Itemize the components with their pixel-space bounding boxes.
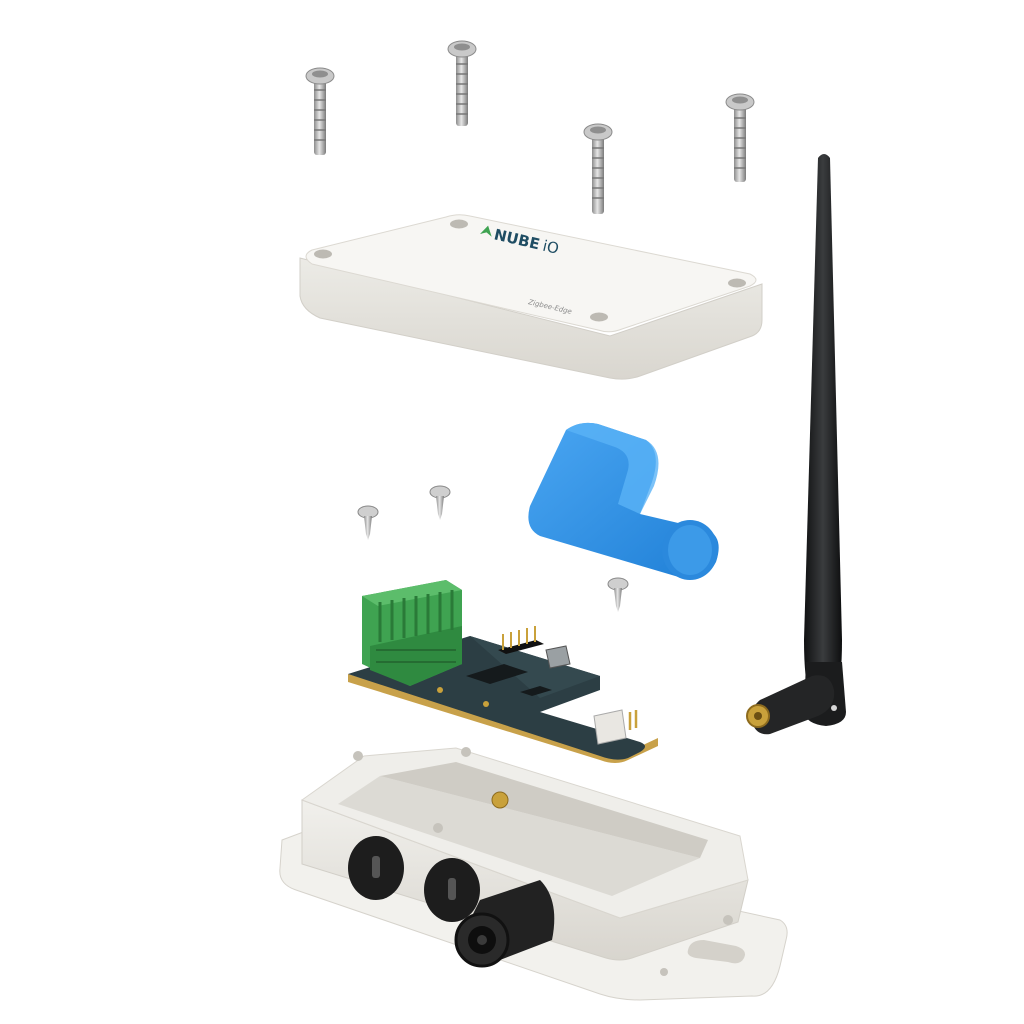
pcb-assembly bbox=[348, 580, 658, 763]
mcu-chip bbox=[466, 664, 528, 684]
screw-1 bbox=[305, 67, 335, 155]
pcb-screw-1 bbox=[357, 505, 379, 540]
jst-connector bbox=[593, 709, 627, 745]
gland-plug-1 bbox=[348, 836, 404, 900]
lid-hole-2 bbox=[450, 219, 468, 229]
screw-3 bbox=[583, 123, 613, 214]
screw-4 bbox=[725, 93, 755, 182]
brass-insert bbox=[491, 791, 509, 809]
terminal-block bbox=[362, 580, 462, 686]
lid-hole-4 bbox=[728, 278, 746, 288]
pcb-screw-3 bbox=[607, 577, 629, 612]
lid-hole-3 bbox=[590, 312, 608, 322]
antenna bbox=[746, 154, 846, 735]
pin-header bbox=[498, 626, 544, 654]
lid-hole-1 bbox=[314, 249, 332, 259]
pcb-screw-2 bbox=[429, 485, 451, 520]
enclosure-lid: NUBE iO Zigbee-Edge bbox=[299, 214, 763, 380]
cable-gland bbox=[454, 880, 555, 968]
foam-insert bbox=[528, 422, 719, 580]
gland-plug-2 bbox=[424, 858, 480, 922]
usb-connector bbox=[545, 645, 571, 669]
nube-logo-icon bbox=[480, 225, 492, 237]
lid-logo-suffix: iO bbox=[541, 237, 561, 258]
screw-2 bbox=[447, 40, 477, 126]
enclosure-base bbox=[279, 747, 788, 1001]
mounting-slot bbox=[687, 940, 745, 964]
radio-chip bbox=[520, 686, 552, 696]
